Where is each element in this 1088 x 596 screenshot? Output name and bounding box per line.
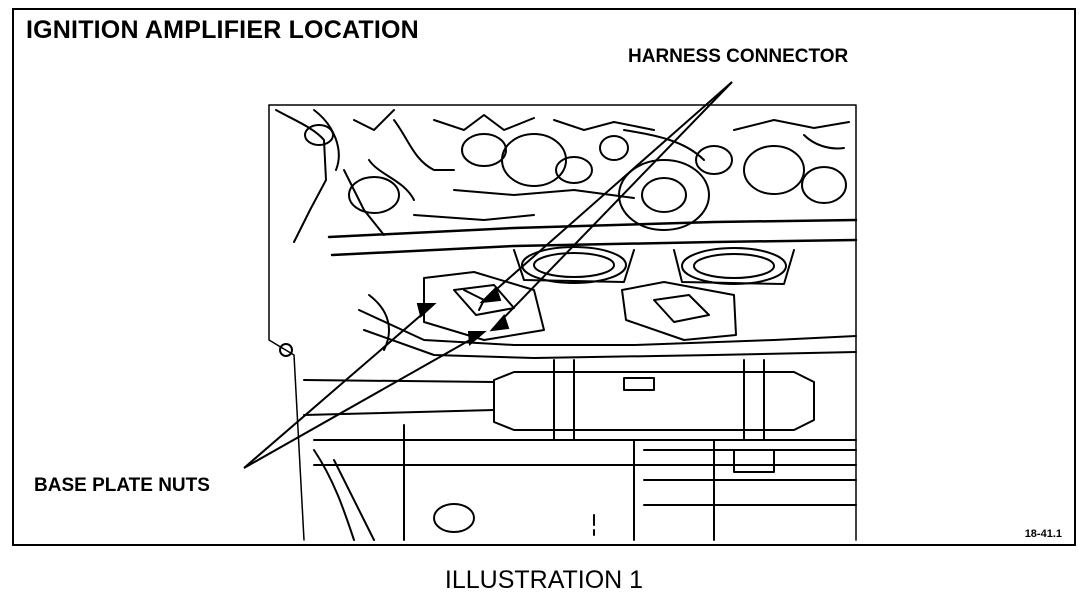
harness-connector-label: HARNESS CONNECTOR — [628, 46, 849, 67]
figure-number: 18-41.1 — [1024, 528, 1062, 540]
diagram-title: IGNITION AMPLIFIER LOCATION — [26, 16, 419, 44]
engine-bay-illustration — [243, 81, 858, 541]
illustration-caption: ILLUSTRATION 1 — [444, 566, 644, 594]
diagram-frame: IGNITION AMPLIFIER LOCATION — [12, 8, 1076, 546]
base-plate-nuts-label: BASE PLATE NUTS — [34, 475, 210, 496]
